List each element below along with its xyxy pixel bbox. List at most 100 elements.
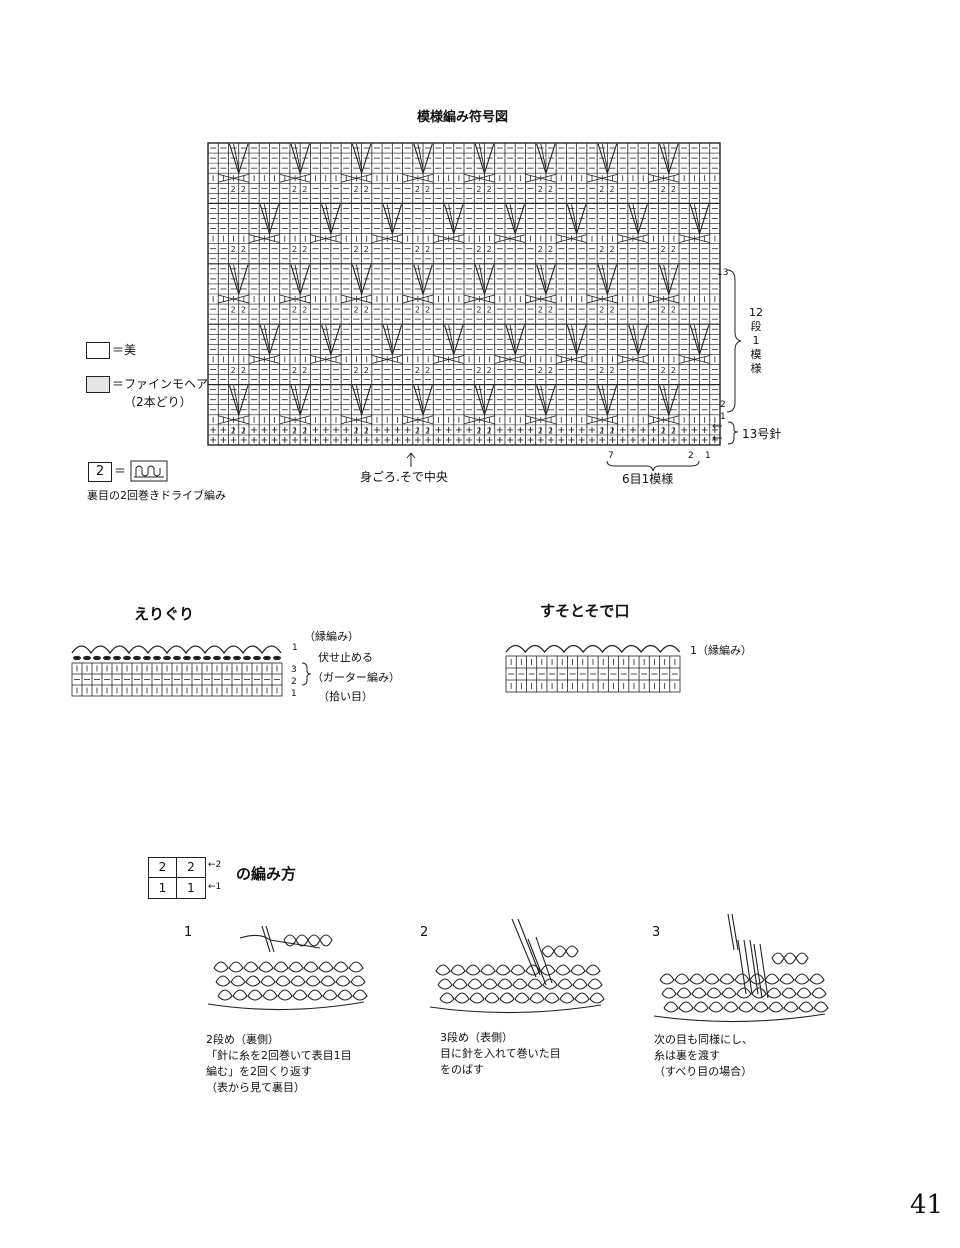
svg-text:2: 2 bbox=[353, 366, 358, 375]
step-1-text: 2段め（裏側） 「針に糸を2回巻いて表目1目 編む」を2回くり返す （表から見て… bbox=[206, 1033, 352, 1094]
svg-text:2: 2 bbox=[231, 426, 236, 435]
neck-label-edge: （縁編み） bbox=[304, 630, 359, 643]
svg-text:2: 2 bbox=[302, 366, 307, 375]
row-label-1: 1 bbox=[720, 412, 726, 422]
svg-text:2: 2 bbox=[538, 426, 543, 435]
svg-text:2: 2 bbox=[476, 306, 481, 315]
svg-text:2: 2 bbox=[538, 185, 543, 194]
svg-text:2: 2 bbox=[231, 185, 236, 194]
svg-text:2: 2 bbox=[661, 366, 666, 375]
step-3-text: 次の目も同様にし、 糸は裏を渡す （すべり目の場合） bbox=[654, 1033, 753, 1078]
legend-drive-text: 裏目の2回巻きドライブ編み bbox=[87, 489, 226, 502]
svg-text:2: 2 bbox=[425, 366, 430, 375]
svg-text:2: 2 bbox=[538, 366, 543, 375]
repeat-rows-label: 12 段 1 模 様 bbox=[749, 306, 763, 375]
svg-text:2: 2 bbox=[292, 366, 297, 375]
svg-text:2: 2 bbox=[302, 245, 307, 254]
needle-label: 13号針 bbox=[742, 427, 782, 441]
svg-text:2: 2 bbox=[671, 245, 676, 254]
svg-text:2: 2 bbox=[415, 245, 420, 254]
hem-title: すそとそで口 bbox=[540, 602, 630, 620]
svg-text:2: 2 bbox=[231, 366, 236, 375]
neck-row-2: 2 bbox=[291, 677, 297, 687]
needle-bracket bbox=[712, 421, 739, 445]
svg-text:2: 2 bbox=[415, 426, 420, 435]
svg-text:2: 2 bbox=[548, 306, 553, 315]
svg-text:2: 2 bbox=[241, 245, 246, 254]
repeat-stitch-label: 6目1模様 bbox=[622, 472, 674, 486]
svg-text:2: 2 bbox=[302, 306, 307, 315]
svg-text:2: 2 bbox=[609, 366, 614, 375]
stitch-label-7: 7 bbox=[608, 451, 614, 461]
svg-text:2: 2 bbox=[476, 426, 481, 435]
svg-text:2: 2 bbox=[609, 306, 614, 315]
svg-text:2: 2 bbox=[609, 185, 614, 194]
page-number: 41 bbox=[910, 1190, 944, 1220]
svg-text:2: 2 bbox=[609, 245, 614, 254]
legend-box-plain bbox=[86, 342, 110, 359]
svg-text:2: 2 bbox=[476, 185, 481, 194]
svg-text:2: 2 bbox=[364, 306, 369, 315]
row-label-13: 13 bbox=[717, 268, 729, 278]
svg-text:2: 2 bbox=[599, 245, 604, 254]
legend-mohair-text: ＝ファインモヘア bbox=[112, 377, 209, 391]
svg-text:2: 2 bbox=[538, 306, 543, 315]
neck-title: えりぐり bbox=[134, 605, 195, 623]
center-arrow bbox=[406, 452, 416, 467]
svg-text:2: 2 bbox=[599, 426, 604, 435]
neck-label-garter: （ガーター編み） bbox=[312, 671, 400, 684]
svg-text:2: 2 bbox=[231, 306, 236, 315]
svg-text:2: 2 bbox=[415, 185, 420, 194]
howto-symbol-grid: 2 2 1 1 bbox=[148, 857, 206, 899]
svg-text:2: 2 bbox=[548, 366, 553, 375]
step-2-number: 2 bbox=[420, 925, 429, 940]
svg-text:2: 2 bbox=[599, 185, 604, 194]
svg-text:2: 2 bbox=[415, 366, 420, 375]
hem-label: 1（縁編み） bbox=[690, 644, 752, 657]
svg-text:2: 2 bbox=[661, 185, 666, 194]
svg-text:2: 2 bbox=[487, 306, 492, 315]
step-2-text: 3段め（表側） 目に針を入れて巻いた目 をのばす bbox=[440, 1031, 561, 1076]
svg-text:2: 2 bbox=[548, 245, 553, 254]
stitch-label-2: 2 bbox=[688, 451, 694, 461]
svg-text:2: 2 bbox=[609, 426, 614, 435]
howto-row-1: ←1 bbox=[208, 882, 222, 892]
svg-text:2: 2 bbox=[661, 245, 666, 254]
svg-text:2: 2 bbox=[425, 426, 430, 435]
neck-chart bbox=[71, 645, 283, 697]
svg-text:2: 2 bbox=[599, 306, 604, 315]
svg-text:2: 2 bbox=[415, 306, 420, 315]
legend-box-mohair bbox=[86, 376, 110, 393]
step-1-number: 1 bbox=[184, 925, 193, 940]
repeat-stitch-bracket bbox=[606, 460, 700, 472]
legend-drive-diagram bbox=[130, 460, 168, 482]
howto-title: の編み方 bbox=[236, 865, 297, 883]
svg-text:2: 2 bbox=[364, 366, 369, 375]
stitch-label-1: 1 bbox=[705, 451, 711, 461]
step-1-illustration bbox=[207, 925, 368, 1011]
svg-text:2: 2 bbox=[548, 426, 553, 435]
hem-chart bbox=[505, 644, 681, 693]
step-2-illustration bbox=[429, 918, 605, 1014]
svg-text:2: 2 bbox=[364, 426, 369, 435]
svg-text:2: 2 bbox=[425, 185, 430, 194]
svg-text:2: 2 bbox=[538, 245, 543, 254]
svg-text:2: 2 bbox=[241, 185, 246, 194]
svg-text:2: 2 bbox=[353, 185, 358, 194]
step-3-illustration bbox=[653, 913, 829, 1023]
svg-text:2: 2 bbox=[241, 426, 246, 435]
legend-mohair-text2: （2本どり） bbox=[124, 395, 192, 409]
step-3-number: 3 bbox=[652, 925, 661, 940]
legend-equals: ＝ bbox=[114, 464, 127, 478]
svg-text:2: 2 bbox=[476, 366, 481, 375]
svg-text:2: 2 bbox=[292, 306, 297, 315]
svg-text:2: 2 bbox=[302, 185, 307, 194]
neck-row-3: 3 bbox=[291, 665, 297, 675]
svg-text:2: 2 bbox=[671, 185, 676, 194]
svg-text:2: 2 bbox=[241, 306, 246, 315]
howto-row-2: ←2 bbox=[208, 860, 222, 870]
repeat-rows-bracket bbox=[726, 269, 742, 413]
main-chart-title: 模様編み符号図 bbox=[417, 110, 509, 125]
svg-text:2: 2 bbox=[425, 306, 430, 315]
